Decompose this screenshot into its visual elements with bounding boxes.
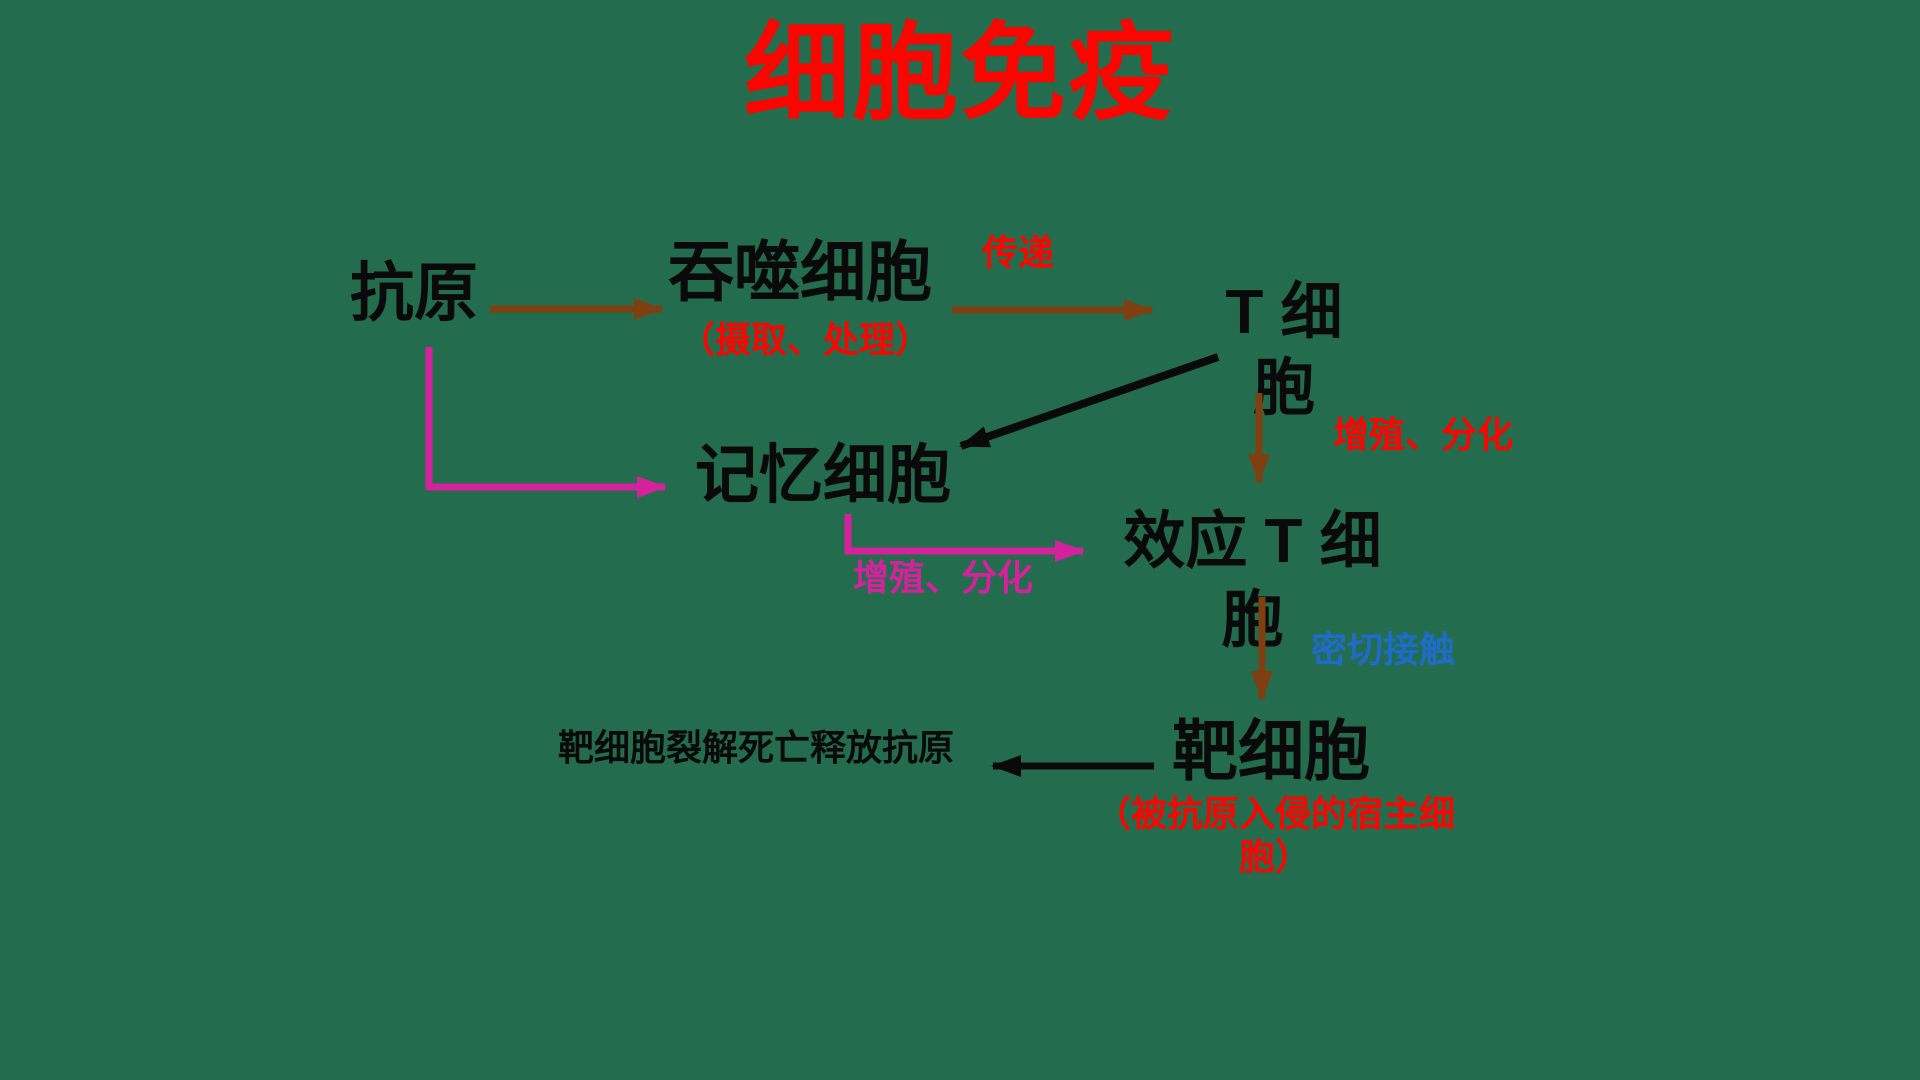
edge-label-close-contact: 密切接触: [1311, 629, 1456, 670]
edge-label-proliferation-red: 增殖、分化: [1333, 414, 1514, 455]
arrow-memory-to-effector: [844, 514, 1085, 562]
node-target-cell: 靶细胞: [1172, 714, 1370, 788]
node-t-cell: T 细 胞: [1172, 275, 1396, 427]
node-t-cell-line2: 胞: [1252, 354, 1315, 423]
node-effector-t-cell-line1: 效应 T 细: [1123, 507, 1382, 576]
node-effector-t-cell-line2: 胞: [1221, 586, 1284, 655]
node-t-cell-line1: T 细: [1225, 278, 1343, 347]
slide-title: 细胞免疫: [744, 15, 1176, 133]
arrow-antigen-to-memory: [425, 347, 667, 498]
node-target-cell-note: （被抗原入侵的宿主细 胞）: [1070, 792, 1480, 878]
node-effector-t-cell: 效应 T 细 胞: [1090, 502, 1415, 660]
node-antigen: 抗原: [350, 257, 478, 329]
node-target-cell-note-line2: 胞）: [1238, 836, 1311, 877]
node-lysis-result: 靶细胞裂解死亡释放抗原: [558, 727, 955, 768]
node-phagocyte-note: （摄取、处理）: [678, 319, 931, 360]
node-target-cell-note-line1: （被抗原入侵的宿主细: [1094, 793, 1455, 834]
node-memory-cell: 记忆细胞: [695, 439, 951, 511]
edge-label-proliferation-magenta: 增殖、分化: [853, 557, 1034, 598]
edge-label-transfer: 传递: [982, 232, 1055, 273]
node-phagocyte: 吞噬细胞: [668, 235, 932, 309]
